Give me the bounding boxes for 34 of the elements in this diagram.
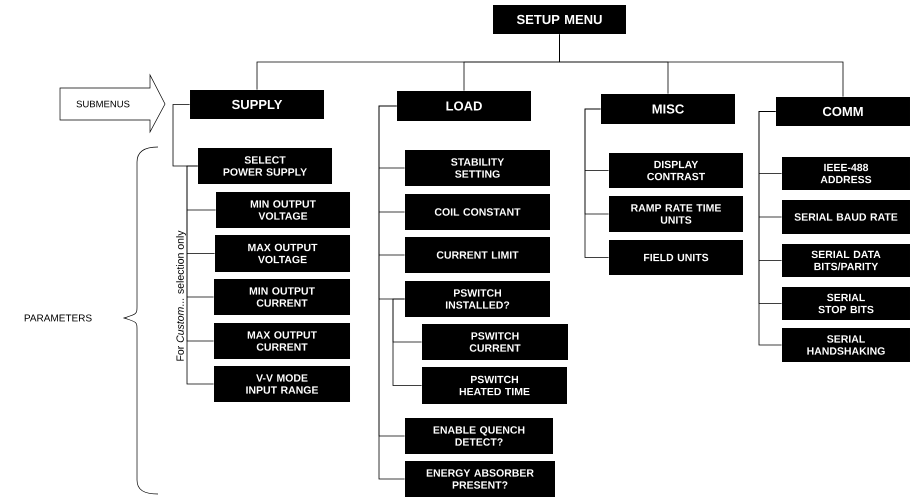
annotation-text: For Custom... selection only bbox=[176, 230, 186, 361]
menu-box: MIN OUTPUT CURRENT bbox=[214, 279, 350, 315]
menu-box: MAX OUTPUT CURRENT bbox=[214, 323, 350, 359]
menu-box: SELECT POWER SUPPLY bbox=[198, 148, 332, 184]
menu-box: V-V MODE INPUT RANGE bbox=[214, 366, 350, 402]
menu-box: COMM bbox=[776, 97, 910, 126]
menu-box: SETUP MENU bbox=[493, 5, 626, 34]
connector-line bbox=[584, 108, 609, 258]
menu-box: MAX OUTPUT VOLTAGE bbox=[215, 235, 350, 272]
connector-line bbox=[186, 166, 214, 384]
menu-box: SERIAL BAUD RATE bbox=[782, 200, 910, 234]
menu-box: PSWITCH INSTALLED? bbox=[405, 281, 550, 317]
connector-line bbox=[392, 298, 422, 386]
menu-box: IEEE-488 ADDRESS bbox=[782, 157, 910, 190]
menu-box: SERIAL DATA BITS/PARITY bbox=[782, 244, 910, 277]
menu-box: LOAD bbox=[397, 91, 531, 121]
menu-box: PSWITCH CURRENT bbox=[422, 324, 568, 360]
menu-box: DISPLAY CONTRAST bbox=[609, 153, 743, 188]
connector-line bbox=[758, 111, 782, 346]
menu-box: SERIAL HANDSHAKING bbox=[782, 328, 910, 362]
menu-box: FIELD UNITS bbox=[609, 240, 743, 275]
menu-box: SUPPLY bbox=[190, 90, 324, 119]
menu-box: MIN OUTPUT VOLTAGE bbox=[216, 192, 350, 228]
menu-box: CURRENT LIMIT bbox=[405, 237, 550, 273]
menu-box: PSWITCH HEATED TIME bbox=[422, 367, 567, 404]
menu-box: ENABLE QUENCH DETECT? bbox=[405, 418, 553, 454]
connector-line bbox=[559, 34, 844, 97]
menu-box: RAMP RATE TIME UNITS bbox=[609, 196, 743, 232]
menu-box: ENERGY ABSORBER PRESENT? bbox=[405, 460, 555, 497]
menu-box: COIL CONSTANT bbox=[405, 194, 550, 230]
menu-box: SERIAL STOP BITS bbox=[782, 287, 910, 320]
annotation-text: PARAMETERS bbox=[24, 314, 92, 322]
menu-box: STABILITY SETTING bbox=[405, 150, 550, 186]
menu-box: MISC bbox=[601, 94, 735, 124]
